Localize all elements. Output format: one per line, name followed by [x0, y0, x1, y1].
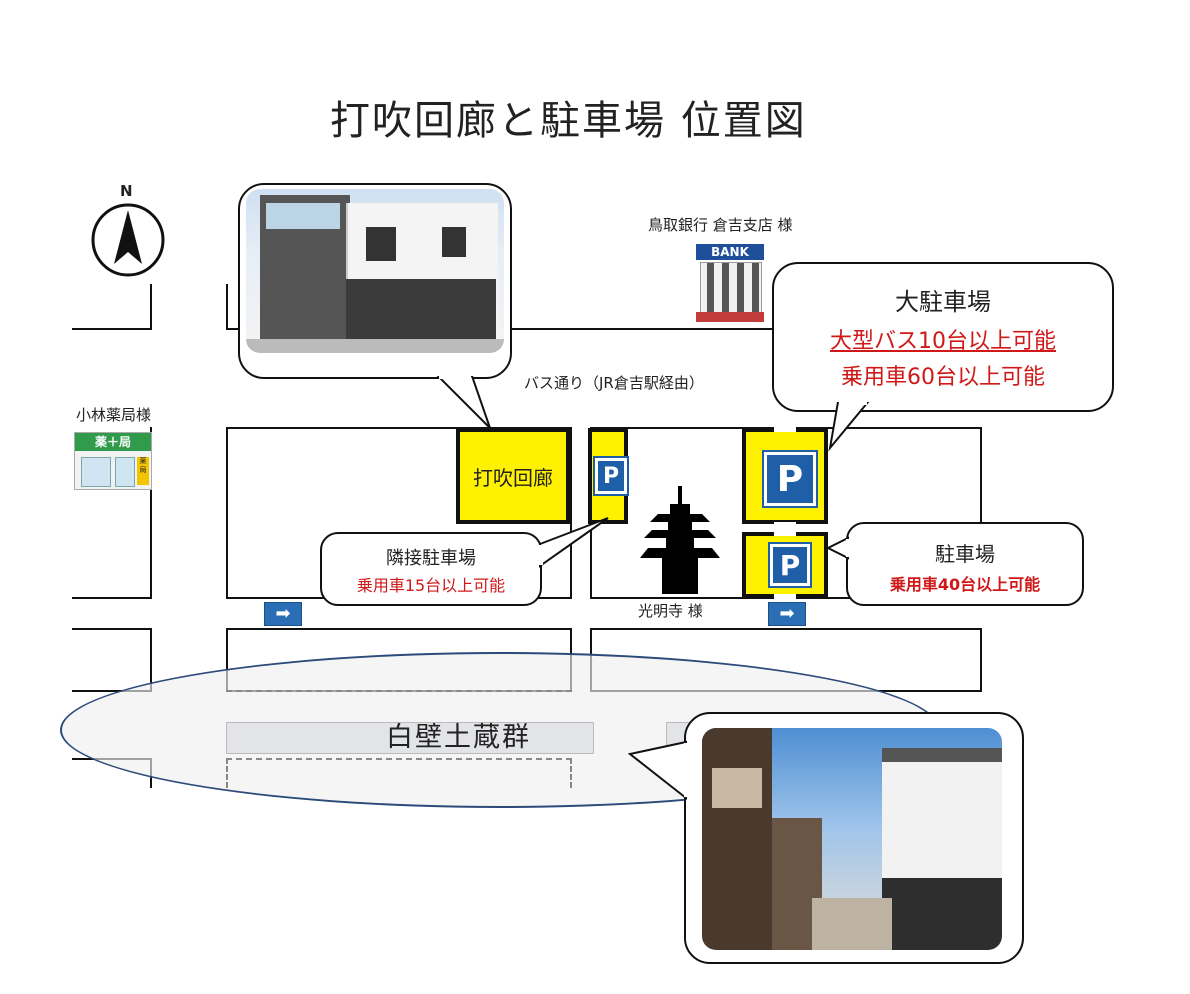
- lower-block-dashed: [226, 690, 572, 692]
- callout-pointer: [436, 376, 491, 429]
- road-edge: [226, 328, 982, 330]
- parking-sign-icon: P: [595, 458, 627, 494]
- parking-capacity: 乗用車40台以上可能: [889, 575, 1041, 594]
- road-edge: [150, 427, 152, 599]
- adjacent-parking-callout: 隣接駐車場 乗用車15台以上可能: [320, 532, 542, 606]
- compass-arrow-icon: [91, 203, 165, 277]
- parking-sign-icon: P: [770, 544, 810, 586]
- bank-label: 鳥取銀行 倉吉支店 様: [648, 216, 793, 234]
- bank-sign: BANK: [696, 244, 764, 260]
- pharmacy-label: 小林薬局様: [76, 406, 152, 424]
- callout-pointer: [828, 402, 870, 452]
- road-edge: [226, 284, 228, 330]
- road-edge: [72, 597, 152, 599]
- parking-sign-icon: P: [764, 452, 816, 506]
- temple-label: 光明寺 様: [638, 602, 703, 620]
- callout-pointer: [628, 740, 688, 801]
- pagoda-icon: [640, 486, 720, 594]
- utsubuki-photo-callout: [238, 183, 512, 379]
- road-edge: [150, 284, 152, 330]
- adjacent-parking-title: 隣接駐車場: [386, 548, 476, 569]
- direction-arrow-icon: ➡: [768, 602, 806, 626]
- north-label: N: [120, 182, 133, 200]
- callout-pointer: [826, 536, 850, 560]
- shirakabe-street: [226, 722, 594, 754]
- large-parking-title: 大駐車場: [895, 288, 991, 316]
- utsubuki-kairo-label: 打吹回廊: [473, 465, 553, 490]
- direction-arrow-icon: ➡: [264, 602, 302, 626]
- large-parking-car-capacity: 乗用車60台以上可能: [841, 365, 1045, 390]
- adjacent-parking-capacity: 乗用車15台以上可能: [356, 576, 506, 595]
- north-compass: N: [90, 182, 166, 278]
- utsubuki-kairo-building[interactable]: 打吹回廊: [456, 428, 570, 524]
- shirakabe-label: 白壁土蔵群: [386, 722, 531, 753]
- parking-callout: 駐車場 乗用車40台以上可能: [846, 522, 1084, 606]
- large-parking-bus-capacity: 大型バス10台以上可能: [830, 329, 1056, 354]
- page-title: 打吹回廊と駐車場 位置図: [330, 98, 807, 144]
- pharmacy-sign: 薬＋局: [75, 433, 151, 451]
- pharmacy-icon: 薬＋局 薬局: [74, 432, 152, 490]
- lower-block-dashed: [226, 758, 572, 788]
- road-edge: [72, 690, 152, 692]
- bus-street-label: バス通り（JR倉吉駅経由）: [524, 374, 704, 392]
- parking-title: 駐車場: [935, 542, 995, 566]
- road-edge: [72, 328, 152, 330]
- utsubuki-building-photo: [246, 189, 504, 353]
- large-parking-callout: 大駐車場 大型バス10台以上可能 乗用車60台以上可能: [772, 262, 1114, 412]
- road-edge: [150, 628, 152, 692]
- pharmacy-side-sign: 薬局: [137, 457, 149, 485]
- road-edge: [72, 628, 152, 630]
- shirakabe-photo-callout: [684, 712, 1024, 964]
- callout-pointer: [539, 517, 609, 568]
- bank-icon: BANK: [696, 244, 764, 324]
- shirakabe-street-photo: [702, 728, 1002, 950]
